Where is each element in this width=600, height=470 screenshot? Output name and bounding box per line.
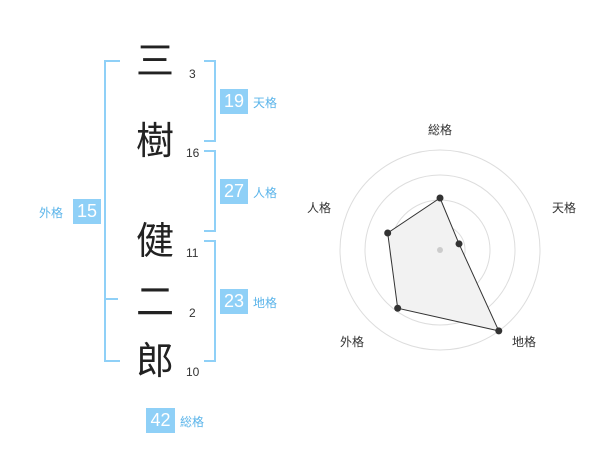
radar-ring-4 xyxy=(339,149,541,351)
radar-label-tenkaku: 天格 xyxy=(552,200,576,215)
gaikaku-label: 外格 xyxy=(39,206,64,220)
name-char-2: 樹 xyxy=(135,119,174,163)
chikaku-label: 地格 xyxy=(253,296,278,310)
name-char-4: 二 xyxy=(135,280,174,324)
tenkaku-label: 天格 xyxy=(253,96,278,110)
stroke-count-1: 3 xyxy=(189,67,196,81)
soukaku-label: 総格 xyxy=(180,415,205,429)
radar-label-jinkaku: 人格 xyxy=(307,200,331,215)
radar-point-1 xyxy=(436,194,444,202)
radar-point-5 xyxy=(384,229,392,237)
jinkaku-label: 人格 xyxy=(253,186,278,200)
soukaku-badge: 42 xyxy=(146,408,175,433)
radar-label-soukaku: 総格 xyxy=(428,122,452,137)
tenkaku-bracket xyxy=(204,60,216,142)
chikaku-bracket xyxy=(204,240,216,362)
chikaku-badge: 23 xyxy=(220,289,248,314)
radar-point-4 xyxy=(394,304,402,312)
gaikaku-divider xyxy=(104,298,118,300)
gaikaku-bracket xyxy=(104,60,120,362)
stroke-count-3: 11 xyxy=(186,246,199,260)
name-char-1: 三 xyxy=(135,39,174,83)
radar-ring-3 xyxy=(364,174,516,326)
jinkaku-badge: 27 xyxy=(220,179,248,204)
gaikaku-badge: 15 xyxy=(73,199,101,224)
stroke-count-2: 16 xyxy=(186,146,200,160)
stroke-count-5: 10 xyxy=(186,365,200,379)
radar-label-gaikaku: 外格 xyxy=(340,334,364,349)
tenkaku-badge: 19 xyxy=(220,89,248,114)
name-char-3: 健 xyxy=(135,219,174,263)
radar-point-3 xyxy=(495,327,503,335)
stroke-count-4: 2 xyxy=(189,306,196,320)
radar-label-chikaku: 地格 xyxy=(512,334,536,349)
radar-chart: 総格 天格 地格 外格 人格 xyxy=(307,122,576,351)
radar-center xyxy=(437,247,443,253)
jinkaku-bracket xyxy=(204,150,216,232)
radar-polygon xyxy=(387,197,500,332)
radar-point-2 xyxy=(455,240,463,248)
name-char-5: 郎 xyxy=(135,339,174,383)
